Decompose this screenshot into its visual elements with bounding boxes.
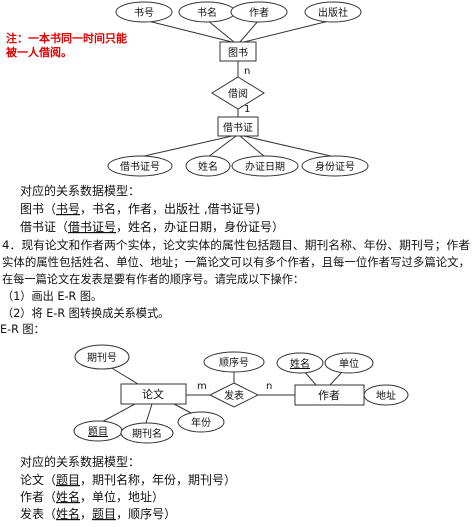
model1-line1: 图书（书号，书名，作者，出版社 ,借书证号) [20, 201, 260, 216]
card-m: m [197, 381, 207, 392]
attr-card-id [107, 155, 173, 177]
card-n-2: n [266, 381, 272, 392]
model2-heading: 对应的关系数据模型： [20, 454, 140, 469]
attr-name [276, 352, 324, 374]
attr-year-label: 年份 [191, 416, 211, 429]
q4-task1: （1）画出 E-R 图。 [2, 289, 102, 303]
card-n-1: n [244, 66, 250, 77]
attr-name-label: 姓名 [290, 357, 310, 370]
attr-journal-no [74, 344, 130, 370]
attr-journal-no-label: 期刊号 [87, 352, 117, 364]
entity-book-label: 图书 [228, 47, 248, 59]
q4-line1: 4．现有论文和作者两个实体，论文实体的属性包括题目、期刊名称、年份、期刊号；作者 [2, 238, 470, 252]
attr-order-no [203, 351, 265, 373]
model2-key-name2: 姓名 [56, 506, 80, 521]
attr-card-date [231, 155, 299, 177]
attr-card-date-label: 办证日期 [245, 160, 285, 173]
attr-title-label: 题目 [88, 426, 108, 438]
attr-year [177, 411, 225, 433]
attr-card-name-label: 姓名 [198, 160, 218, 173]
entity-paper-label: 论文 [142, 387, 164, 401]
entity-paper [120, 383, 187, 405]
attr-journal-name-label: 期刊名 [132, 427, 162, 440]
model2-key-name: 姓名 [56, 489, 80, 504]
attr-unit-label: 单位 [339, 357, 359, 370]
attr-card-idno [301, 155, 369, 177]
relation-publish [208, 382, 260, 408]
entity-card-label: 借书证 [223, 122, 253, 134]
entity-author [294, 384, 365, 406]
attr-unit [324, 352, 374, 374]
attr-book-publisher [304, 1, 362, 23]
model2-line3: 发表（姓名，题目，顺序号） [20, 506, 176, 521]
attr-book-id [115, 1, 173, 23]
er-label: E-R 图： [0, 323, 45, 336]
entity-card [217, 116, 259, 137]
attr-journal-name [120, 422, 174, 444]
model2-line2: 作者（姓名，单位，地址） [20, 489, 164, 504]
attr-book-author-label: 作者 [249, 7, 269, 19]
attr-card-name [185, 155, 231, 177]
attr-address-label: 地址 [376, 389, 396, 402]
entity-author-label: 作者 [318, 389, 340, 402]
model2-key-title: 题目 [56, 473, 80, 487]
model1-key-book-id: 书号 [56, 202, 80, 216]
note-line2: 被一人借阅。 [6, 45, 72, 59]
model2-line1: 论文（题目，期刊名称，年份，期刊号） [20, 472, 236, 487]
card-1: 1 [244, 104, 250, 115]
q4-task2: （2）将 E-R 图转换成关系模式。 [2, 306, 169, 320]
attr-card-idno-label: 身份证号 [315, 160, 355, 173]
model1-heading: 对应的关系数据模型： [20, 183, 140, 198]
q4-line2: 实体的属性包括姓名、单位、地址；一篇论文可以有多个作者，且每一位作者写过多篇论文… [2, 255, 470, 269]
attr-book-publisher-label: 出版社 [318, 6, 348, 19]
q4-line3: 在每一篇论文在发表是要有作者的顺序号。请完成以下操作： [2, 272, 304, 286]
relation-publish-label: 发表 [224, 389, 244, 402]
model2-key-title2: 题目 [92, 507, 116, 521]
attr-order-no-label: 顺序号 [219, 356, 249, 369]
model1-key-card-id: 借书证号 [68, 220, 116, 234]
attr-book-title-label: 书名 [197, 6, 217, 19]
attr-book-author [230, 1, 288, 23]
model1-line2: 借书证（借书证号，姓名，办证日期，身份证号） [20, 219, 284, 234]
attr-book-id-label: 书号 [134, 7, 154, 19]
relation-borrow-label: 借阅 [228, 87, 248, 100]
attr-card-id-label: 借书证号 [120, 161, 160, 173]
note-line1: 注：一本书同一时间只能 [6, 31, 127, 45]
